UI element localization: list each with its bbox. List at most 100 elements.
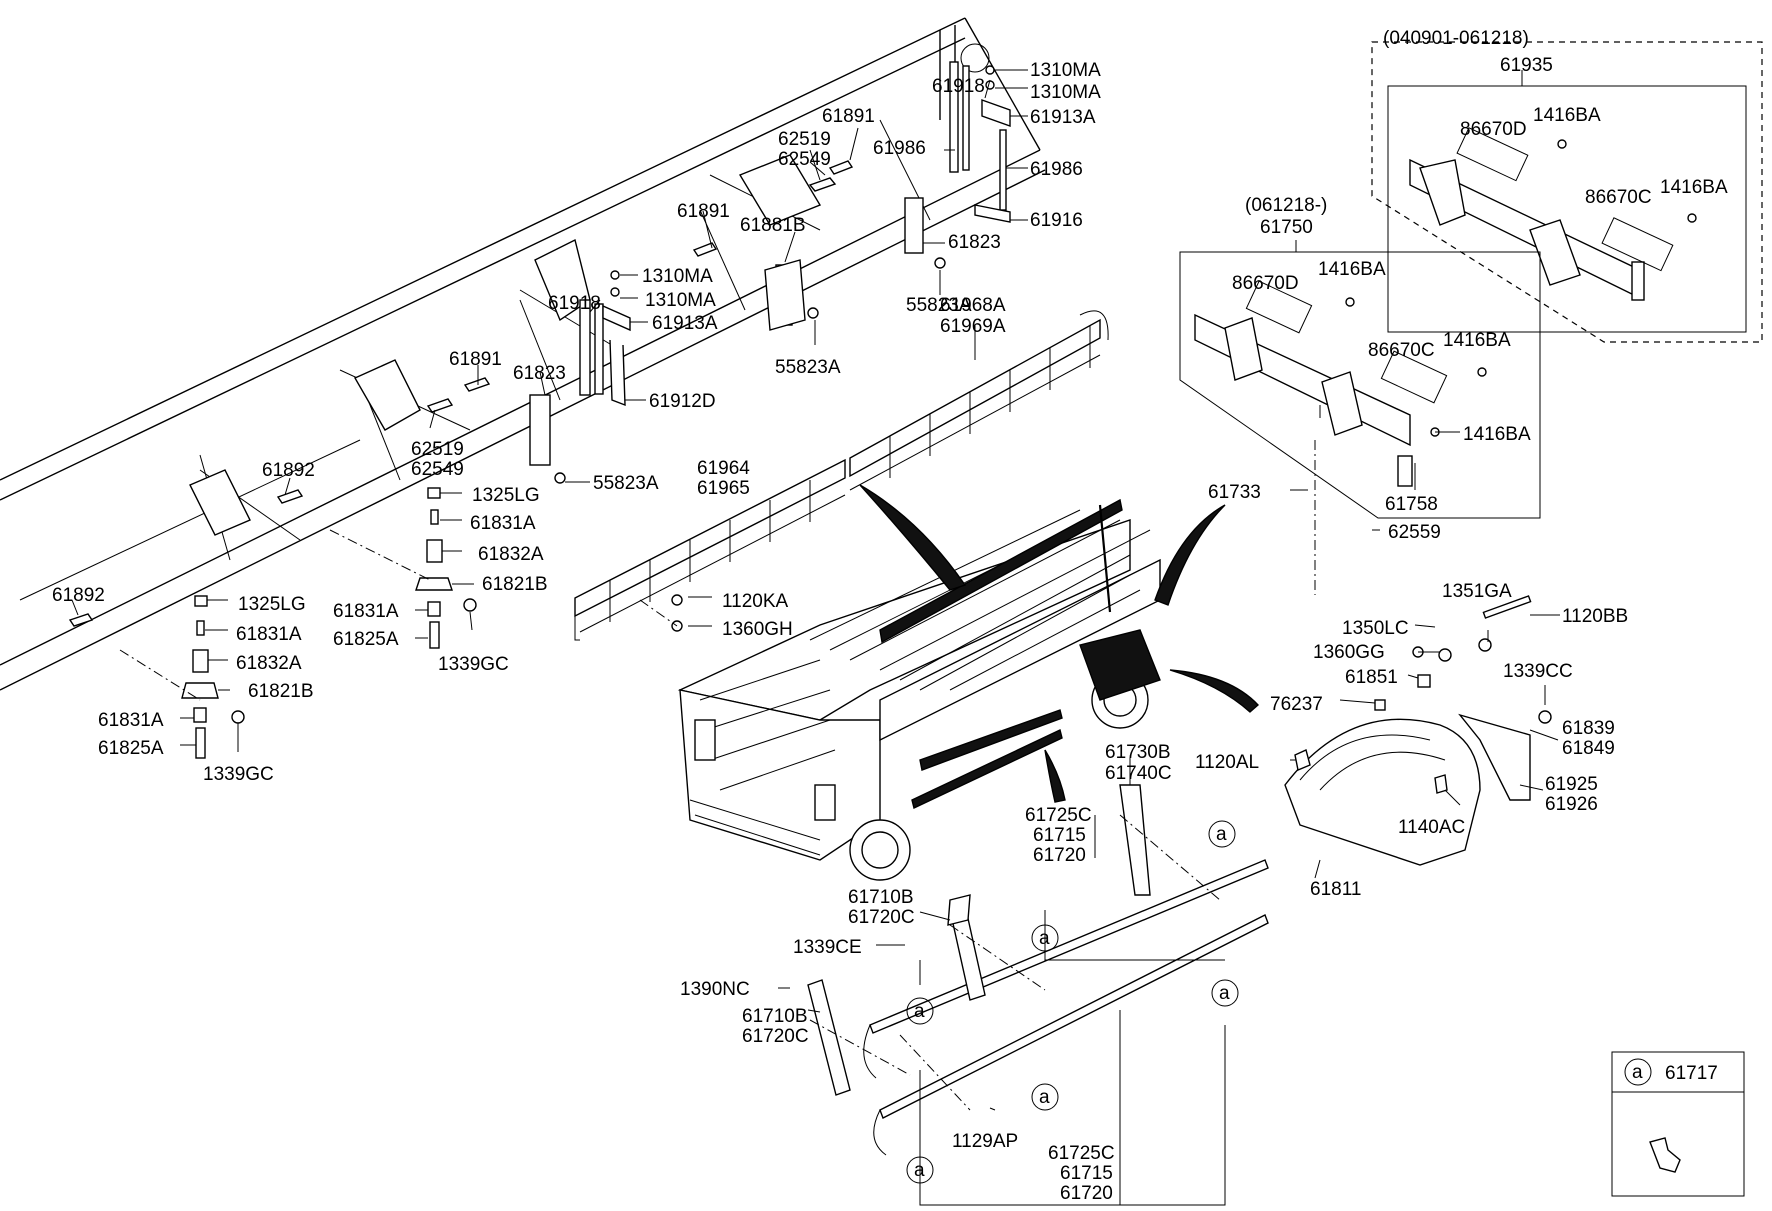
label-61925: 61925 [1545,774,1598,795]
label-61913A-b: 61913A [652,313,718,334]
label-1350LC: 1350LC [1342,618,1409,639]
label-61851: 61851 [1345,667,1398,688]
label-86670C-a: 86670C [1585,187,1652,208]
label-61849: 61849 [1562,738,1615,759]
label-61730B: 61730B [1105,742,1171,763]
label-61720-a: 61720 [1033,845,1086,866]
label-62519-a: 62519 [778,129,831,150]
label-61821B-b: 61821B [248,681,314,702]
label-61717: 61717 [1665,1063,1718,1084]
label-61725C-b: 61725C [1048,1143,1115,1164]
part-labels: 1310MA 1310MA 61918 61913A 61891 62519 6… [52,28,1728,1204]
label-61821B-a: 61821B [482,574,548,595]
label-61832A-a: 61832A [478,544,544,565]
label-61831A-c: 61831A [236,624,302,645]
label-1325LG-b: 1325LG [238,594,306,615]
label-61750: 61750 [1260,217,1313,238]
label-1310MA-a: 1310MA [1030,60,1101,81]
label-1120BB: 1120BB [1562,606,1628,627]
label-1416BA-b: 1416BA [1660,177,1728,198]
label-61758: 61758 [1385,494,1438,515]
label-61891-a: 61891 [822,106,875,127]
label-55823A-b: 55823A [775,357,841,378]
label-61969A: 61969A [940,316,1006,337]
label-62549-a: 62549 [778,149,831,170]
label-61918-b: 61918 [548,293,601,314]
label-1310MA-c: 1310MA [642,266,713,287]
label-1360GH: 1360GH [722,619,793,640]
label-61892-a: 61892 [262,460,315,481]
label-1310MA-d: 1310MA [645,290,716,311]
label-61710B-a: 61710B [848,887,914,908]
label-1325LG-a: 1325LG [472,485,540,506]
label-61986-b: 61986 [1030,159,1083,180]
label-61733: 61733 [1208,482,1261,503]
callout-a-4: a [1219,983,1230,1004]
label-61913A-a: 61913A [1030,107,1096,128]
label-1360GG: 1360GG [1313,642,1385,663]
bumper-box-040901 [1371,41,1763,343]
label-61825A-b: 61825A [98,738,164,759]
label-1129AP: 1129AP [952,1131,1018,1152]
callout-a-legend: a [1632,1062,1643,1083]
label-55823A-c: 55823A [593,473,659,494]
label-61710B-b: 61710B [742,1006,808,1027]
label-61715-b: 61715 [1060,1163,1113,1184]
pointer-arrows [859,484,1260,803]
label-86670D-a: 86670D [1460,119,1527,140]
callout-a-2: a [1039,928,1050,949]
label-61839: 61839 [1562,718,1615,739]
label-1416BA-c: 1416BA [1318,259,1386,280]
truck-illustration [677,498,1161,881]
label-61891-c: 61891 [449,349,502,370]
label-1339CE: 1339CE [793,937,862,958]
label-61831A-d: 61831A [98,710,164,731]
label-62559: 62559 [1388,522,1441,543]
label-1339GC-a: 1339GC [438,654,509,675]
side-guard-assembly [807,784,1269,1206]
label-1351GA: 1351GA [1442,581,1512,602]
label-1416BA-e: 1416BA [1463,424,1531,445]
label-61825A-a: 61825A [333,629,399,650]
label-61891-b: 61891 [677,201,730,222]
label-61965: 61965 [697,478,750,499]
label-62549-b: 62549 [411,459,464,480]
label-61926: 61926 [1545,794,1598,815]
label-61912D: 61912D [649,391,716,412]
side-guard-rails [574,310,1109,641]
label-061218: (061218-) [1245,195,1327,216]
mudguard-assembly [1284,595,1552,866]
callout-a-3: a [914,1001,925,1022]
label-61715-a: 61715 [1033,825,1086,846]
callout-a-1: a [1216,824,1227,845]
leader-lines [71,69,1560,1111]
label-61968A: 61968A [940,295,1006,316]
label-61725C-a: 61725C [1025,805,1092,826]
chassis-hardware [68,61,1011,759]
legend-box [1611,1051,1745,1197]
label-62519-b: 62519 [411,439,464,460]
label-1390NC: 1390NC [680,979,750,1000]
callout-letters: a a a a a a a [914,824,1643,1181]
label-61964: 61964 [697,458,750,479]
label-86670D-b: 86670D [1232,273,1299,294]
bumper-box-061218 [1179,251,1541,595]
label-1416BA-a: 1416BA [1533,105,1601,126]
label-61740C: 61740C [1105,763,1172,784]
label-61811: 61811 [1310,879,1361,900]
label-1140AC: 1140AC [1398,817,1465,838]
label-1339CC: 1339CC [1503,661,1573,682]
label-040901-061218: (040901-061218) [1383,28,1529,49]
label-61831A-a: 61831A [470,513,536,534]
label-1120KA: 1120KA [722,591,789,612]
label-61916: 61916 [1030,210,1083,231]
label-61720-b: 61720 [1060,1183,1113,1204]
chassis-frame [0,17,1046,691]
label-61986-a: 61986 [873,138,926,159]
label-86670C-b: 86670C [1368,340,1435,361]
callout-markers [906,820,1652,1184]
callout-a-6: a [914,1160,925,1181]
label-61823-a: 61823 [948,232,1001,253]
label-61918-a: 61918 [932,76,985,97]
